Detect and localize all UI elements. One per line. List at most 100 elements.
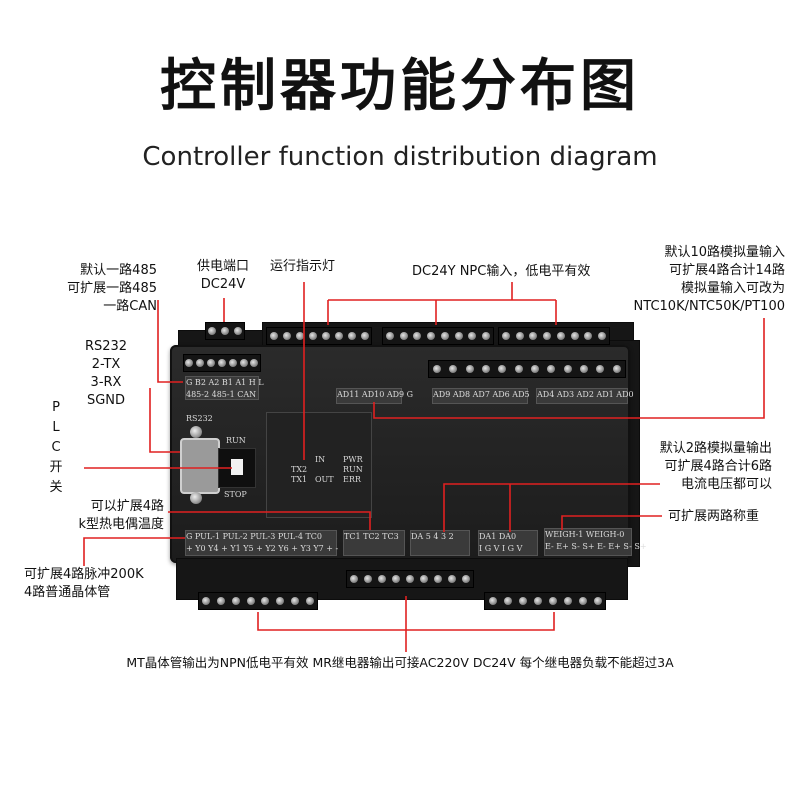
callout-rs485-line-3: 一路CAN [103, 299, 157, 314]
terminal-screw [563, 365, 572, 373]
terminal-screw [547, 365, 556, 373]
callout-output-note: MT晶体管输出为NPN低电平有效 MR继电器输出可接AC220V DC24V 每… [126, 655, 674, 670]
callout-rs232: RS232 2-TX 3-RX SGND [76, 338, 136, 410]
da-strip-1: DA 5 4 3 2 [410, 530, 470, 556]
callout-plc-switch-line-3: C [51, 440, 61, 455]
terminal-screw [593, 597, 602, 605]
callout-power-line-1: 供电端口 [196, 259, 249, 274]
callout-rs232-line-4: SGND [86, 393, 126, 408]
terminal-screw [533, 597, 542, 605]
terminal-screw [465, 365, 474, 373]
terminal-screw [448, 575, 456, 583]
terminal-screw [584, 332, 593, 340]
terminal-screw [399, 332, 408, 340]
terminal-screw [202, 597, 211, 605]
callout-analog-input: 默认10路模拟量输入 可扩展4路合计14路 模拟量输入可改为 NTC10K/NT… [634, 244, 785, 316]
terminal-screw [305, 597, 314, 605]
terminal-screw [321, 332, 330, 340]
callout-plc-switch-line-5: 关 [49, 480, 63, 495]
terminal-screw [468, 332, 477, 340]
led-label-in: IN [315, 455, 326, 464]
terminal-screw [246, 597, 255, 605]
callout-line-weigh [561, 515, 662, 530]
led-label-tx1: TX1 [291, 475, 308, 484]
callout-analog-input-line-2: 可扩展4路合计14路 [669, 263, 785, 278]
callout-pulse-line-1: 可扩展4路脉冲200K [24, 567, 144, 582]
npc-input-connector-2 [382, 327, 494, 345]
pulse-strip-label: G PUL-1 PUL-2 PUL-3 PUL-4 TC0 [186, 532, 323, 541]
weigh-strip-sublabel: E- E+ S- S+ E- E+ S- S+ [545, 542, 647, 551]
terminal-screw [282, 332, 291, 340]
run-label: RUN [226, 436, 246, 445]
terminal-screw [518, 597, 527, 605]
terminal-screw [406, 575, 414, 583]
terminal-screw [196, 359, 205, 367]
pulse-output-strip: G PUL-1 PUL-2 PUL-3 PUL-4 TC0 + Y0 Y4 + … [185, 530, 339, 556]
terminal-screw [598, 332, 607, 340]
terminal-screw [433, 365, 442, 373]
terminal-screw [501, 332, 510, 340]
terminal-screw [482, 365, 491, 373]
terminal-screw [503, 597, 512, 605]
terminal-screw [231, 597, 240, 605]
analog-input-strip-1: AD11 AD10 AD9 G [336, 388, 413, 404]
terminal-screw [580, 365, 589, 373]
callout-analog-input-line-3: 模拟量输入可改为 [680, 281, 785, 296]
terminal-screw [347, 332, 356, 340]
led-label-pwr: PWR [343, 455, 363, 464]
led-label-run: RUN [343, 465, 363, 474]
rs232-port-label: RS232 [186, 414, 213, 423]
terminal-screw [596, 365, 605, 373]
terminal-screw [250, 359, 259, 367]
terminal-screw [269, 332, 278, 340]
rs485-terminal-strip: G B2 A2 B1 A1 H L 485-2 485-1 CAN [185, 376, 264, 400]
terminal-screw [207, 359, 216, 367]
analog-input-strip-3-label: AD4 AD3 AD2 AD1 AD0 [537, 390, 634, 399]
led-label-tx2: TX2 [291, 465, 308, 474]
indicator-window: IN PWR TX2 RUN TX1 OUT ERR [266, 412, 372, 518]
callout-analog-output-line-3: 电流电压都可以 [680, 477, 772, 492]
diagram-subtitle: Controller function distribution diagram [142, 142, 658, 172]
terminal-screw [217, 597, 226, 605]
terminal-screw [449, 365, 458, 373]
terminal-screw [612, 365, 621, 373]
terminal-screw [434, 575, 442, 583]
npc-input-connector-3 [498, 327, 610, 345]
terminal-screw [454, 332, 463, 340]
npc-input-connector-1 [266, 327, 372, 345]
output-connector-1 [198, 592, 318, 610]
callout-thermocouple-line-1: 可以扩展4路 [90, 499, 164, 514]
terminal-screw [515, 332, 524, 340]
callout-pulse: 可扩展4路脉冲200K 4路普通晶体管 [24, 566, 144, 602]
weigh-strip-label: WEIGH-1 WEIGH-0 [545, 530, 625, 539]
terminal-screw [529, 332, 538, 340]
terminal-screw [217, 359, 226, 367]
terminal-screw [488, 597, 497, 605]
terminal-screw [392, 575, 400, 583]
terminal-screw [548, 597, 557, 605]
stop-label: STOP [224, 490, 247, 499]
callout-pulse-line-2: 4路普通晶体管 [24, 585, 111, 600]
terminal-screw [228, 359, 237, 367]
terminal-screw [482, 332, 491, 340]
terminal-screw [233, 327, 242, 335]
callout-line-thermocouple [168, 511, 371, 530]
terminal-screw [239, 359, 248, 367]
terminal-screw [185, 359, 194, 367]
callout-rs232-line-2: 2-TX [91, 357, 121, 372]
diagram-title: 控制器功能分布图 [160, 54, 640, 119]
analog-output-strip-label: DA1 DA0 [479, 532, 517, 541]
terminal-screw [378, 575, 386, 583]
terminal-screw [514, 365, 523, 373]
analog-input-strip-1-label: AD11 AD10 AD9 G [337, 390, 414, 399]
terminal-screw [570, 332, 579, 340]
pulse-strip-sublabel: + Y0 Y4 + Y1 Y5 + Y2 Y6 + Y3 Y7 + - [186, 544, 339, 553]
analog-input-connector [428, 360, 626, 378]
terminal-screw [427, 332, 436, 340]
thermocouple-strip: TC1 TC2 TC3 [343, 530, 405, 556]
callout-line-pulse [83, 537, 185, 566]
callout-plc-switch-line-2: L [52, 420, 60, 435]
rs485-strip-label: G B2 A2 B1 A1 H L [186, 378, 264, 387]
callout-plc-switch-line-1: P [52, 400, 60, 415]
da-strip-1-label: DA 5 4 3 2 [411, 532, 454, 541]
